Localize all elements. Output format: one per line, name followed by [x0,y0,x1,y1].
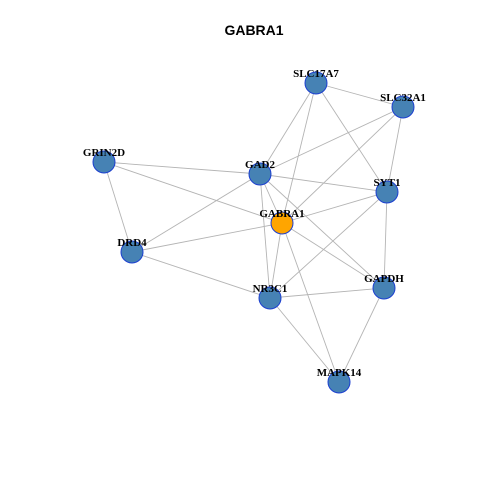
edge-gabra1-gapdh [281,222,385,289]
node-grin2d[interactable]: GRIN2D [83,147,125,174]
node-circle[interactable] [248,162,272,186]
node-gabra1[interactable]: GABRA1 [259,208,305,235]
edge-gabra1-nr3c1 [269,222,283,299]
node-circle[interactable] [327,370,351,394]
edge-slc32a1-gad2 [259,106,404,175]
node-mapk14[interactable]: MAPK14 [317,367,362,394]
graph-title: GABRA1 [224,22,283,38]
edge-nr3c1-mapk14 [269,297,340,383]
node-label: GABRA1 [259,208,304,220]
edge-slc17a7-gabra1 [281,82,317,224]
edge-syt1-gabra1 [281,191,388,224]
edge-grin2d-gabra1 [103,161,283,224]
node-label: SLC32A1 [380,92,426,104]
node-gad2[interactable]: GAD2 [245,159,275,186]
edge-syt1-gapdh [383,191,388,289]
edge-gad2-drd4 [131,173,261,253]
edge-slc17a7-gad2 [259,82,317,175]
node-nr3c1[interactable]: NR3C1 [253,283,288,310]
edge-gabra1-drd4 [131,222,283,253]
edge-grin2d-gad2 [103,161,261,175]
node-drd4[interactable]: DRD4 [117,237,147,264]
node-syt1[interactable]: SYT1 [374,177,401,204]
node-circle[interactable] [372,276,396,300]
edge-slc32a1-syt1 [386,106,404,193]
edge-gad2-gapdh [259,173,385,289]
edge-syt1-nr3c1 [269,191,388,299]
node-label: SYT1 [374,177,401,189]
edge-layer [103,82,404,383]
node-slc17a7[interactable]: SLC17A7 [293,68,339,95]
edge-drd4-nr3c1 [131,251,271,299]
node-circle[interactable] [120,240,144,264]
edge-slc32a1-gabra1 [281,106,404,224]
node-circle[interactable] [92,150,116,174]
edge-nr3c1-gapdh [269,287,385,299]
edge-grin2d-drd4 [103,161,133,253]
node-label: GAD2 [245,159,275,171]
node-label: MAPK14 [317,367,362,379]
node-circle[interactable] [270,211,294,235]
node-circle[interactable] [258,286,282,310]
edge-slc17a7-slc32a1 [315,82,404,108]
node-label: SLC17A7 [293,68,339,80]
node-circle[interactable] [375,180,399,204]
node-label: GRIN2D [83,147,125,159]
edge-slc17a7-syt1 [315,82,388,193]
node-label: GAPDH [364,273,404,285]
node-circle[interactable] [304,71,328,95]
node-gapdh[interactable]: GAPDH [364,273,404,300]
edge-gapdh-mapk14 [338,287,385,383]
edge-gad2-syt1 [259,173,388,193]
node-slc32a1[interactable]: SLC32A1 [380,92,426,119]
edge-gabra1-mapk14 [281,222,340,383]
node-circle[interactable] [391,95,415,119]
node-label: NR3C1 [253,283,288,295]
edge-gad2-nr3c1 [259,173,271,299]
node-label: DRD4 [117,237,147,249]
